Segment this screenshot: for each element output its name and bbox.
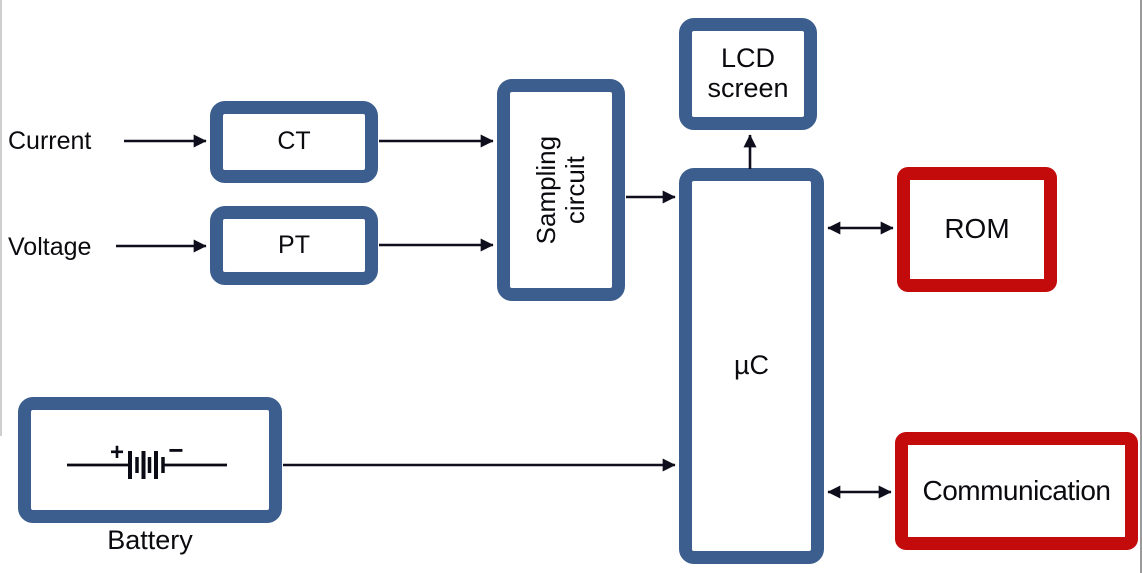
lcd-screen-box: LCD screen [679,18,817,130]
pt-label: PT [278,230,310,259]
ct-box: CT [210,101,378,183]
right-edge-line [1140,0,1142,573]
communication-box: Communication [895,432,1138,550]
voltage-label: Voltage [8,233,92,261]
rom-label: ROM [944,213,1010,245]
battery-box: + − [18,397,282,523]
battery-minus-terminal: − [168,435,183,465]
microcontroller-box: µC [679,168,824,564]
communication-label: Communication [922,474,1111,506]
rom-box: ROM [897,167,1057,292]
sampling-circuit-label: Sampling circuit [530,135,590,245]
battery-symbol-icon: + − [67,435,227,479]
left-edge-line [0,0,2,436]
battery-plus-terminal: + [110,439,124,466]
pt-box: PT [210,206,378,285]
microcontroller-label: µC [733,350,770,381]
sampling-circuit-box: Sampling circuit [497,79,625,301]
ct-label: CT [277,127,311,156]
battery-label: Battery [107,525,193,555]
current-label: Current [8,127,92,155]
lcd-screen-label: LCD screen [707,43,789,103]
